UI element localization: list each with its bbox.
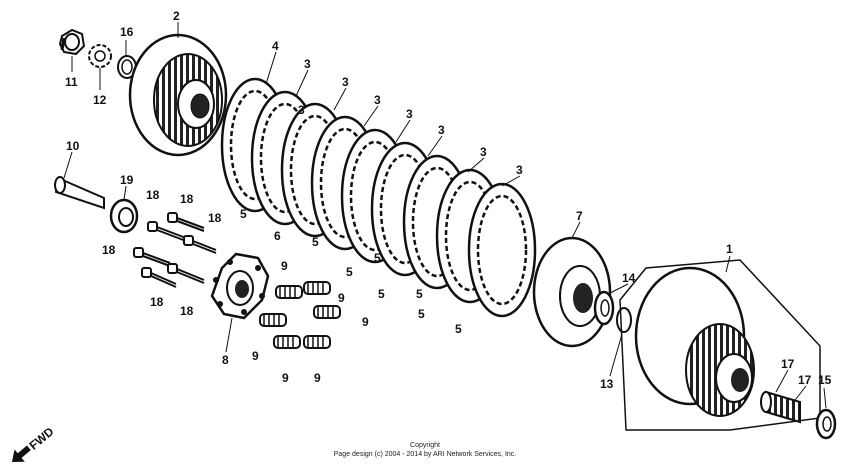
callout-10: 10 (66, 139, 80, 153)
clutch-center-part (128, 33, 228, 157)
callout-9b: 9 (338, 291, 345, 305)
callout-18b: 18 (180, 192, 194, 206)
callout-3g: 3 (516, 163, 523, 177)
washer-15-part (815, 408, 837, 440)
callout-15: 15 (818, 373, 832, 387)
callout-13: 13 (600, 377, 614, 391)
fwd-label: FWD (27, 424, 57, 453)
callout-5e: 5 (378, 287, 385, 301)
callout-3h: 3 (298, 103, 305, 117)
springs-part (259, 281, 341, 349)
callout-3f: 3 (480, 145, 487, 159)
bolts-part (133, 212, 217, 288)
callout-9d: 9 (252, 349, 259, 363)
callout-18e: 18 (150, 295, 164, 309)
callout-5c: 5 (346, 265, 353, 279)
callout-14: 14 (622, 271, 636, 285)
callout-3a: 3 (304, 57, 311, 71)
callout-16: 16 (120, 25, 134, 39)
callout-17a: 17 (781, 357, 795, 371)
callout-9f: 9 (314, 371, 321, 385)
copyright-line1: Copyright (410, 442, 440, 449)
callout-labels: 2 16 11 12 10 19 18 18 18 18 18 18 4 3 3… (65, 9, 832, 391)
callout-1: 1 (726, 242, 733, 256)
callout-3c: 3 (374, 93, 381, 107)
callout-18a: 18 (146, 188, 160, 202)
callout-3e: 3 (438, 123, 445, 137)
washer-16-part (117, 55, 137, 79)
lock-nut-part (58, 28, 86, 56)
clutch-outer-part (619, 259, 821, 431)
callout-5b: 5 (312, 235, 319, 249)
leader-lines (63, 22, 827, 409)
copyright-line2: Page design (c) 2004 - 2014 by ARI Netwo… (334, 451, 517, 458)
callout-17b: 17 (798, 373, 812, 387)
callout-5d: 5 (374, 251, 381, 265)
callout-5f: 5 (416, 287, 423, 301)
pressure-plate-part (532, 236, 612, 348)
callout-18f: 18 (180, 304, 194, 318)
callout-7: 7 (576, 209, 583, 223)
callout-5h: 5 (455, 322, 462, 336)
callout-6: 6 (274, 229, 281, 243)
washer-13-part (616, 307, 632, 333)
callout-4: 4 (272, 39, 279, 53)
callout-9c: 9 (362, 315, 369, 329)
lock-washer-part (88, 44, 112, 68)
callout-19: 19 (120, 173, 134, 187)
callout-5g: 5 (418, 307, 425, 321)
needle-bearing-part (760, 390, 801, 424)
callout-8: 8 (222, 353, 229, 367)
callout-9a: 9 (281, 259, 288, 273)
thrust-washer-part (593, 290, 615, 326)
callout-12: 12 (93, 93, 107, 107)
fwd-arrow: FWD (12, 424, 57, 462)
callout-18d: 18 (102, 243, 116, 257)
callout-3b: 3 (342, 75, 349, 89)
bearing-part (109, 198, 139, 234)
callout-3d: 3 (406, 107, 413, 121)
callout-2: 2 (173, 9, 180, 23)
callout-11: 11 (65, 75, 78, 89)
lifter-rod-part (54, 176, 105, 210)
lifter-plate-part (210, 252, 270, 320)
callout-9e: 9 (282, 371, 289, 385)
callout-5a: 5 (240, 207, 247, 221)
callout-18c: 18 (208, 211, 222, 225)
clutch-plates-part (220, 77, 537, 318)
